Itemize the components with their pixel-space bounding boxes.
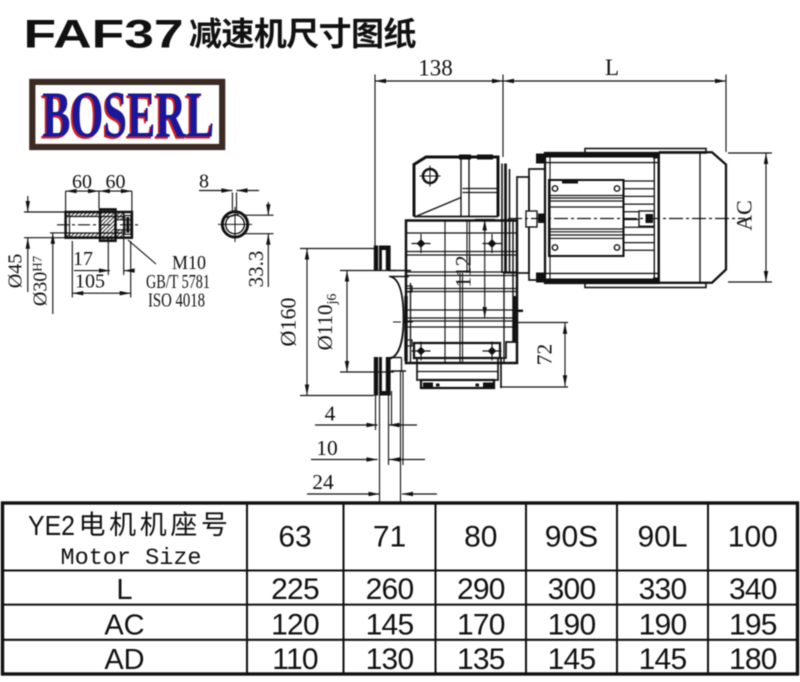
svg-text:300: 300 [548,573,596,606]
svg-text:145: 145 [366,609,414,642]
svg-text:63: 63 [278,521,311,554]
svg-text:190: 190 [548,609,596,642]
svg-text:AC: AC [104,610,144,642]
svg-text:Motor Size: Motor Size [61,545,202,572]
svg-text:90S: 90S [545,521,598,554]
svg-text:YE2: YE2 [28,510,75,541]
svg-text:80: 80 [464,521,497,554]
svg-text:BOSERL: BOSERL [42,79,214,152]
svg-text:135: 135 [457,643,505,676]
svg-text:340: 340 [729,573,777,606]
svg-text:71: 71 [373,521,406,554]
svg-text:290: 290 [457,573,505,606]
svg-text:AD: AD [104,644,144,676]
svg-text:L: L [605,55,619,80]
svg-text:90L: 90L [637,521,687,554]
svg-text:60: 60 [106,171,126,193]
svg-text:L: L [116,574,132,606]
svg-text:GB/T 5781: GB/T 5781 [146,271,210,293]
svg-text:M10: M10 [172,252,206,274]
svg-text:145: 145 [639,643,687,676]
svg-text:120: 120 [271,609,319,642]
svg-text:112: 112 [451,255,476,287]
svg-text:4: 4 [325,402,336,426]
svg-text:AC: AC [732,200,757,231]
svg-text:FAF37: FAF37 [24,13,184,57]
svg-text:ISO 4018: ISO 4018 [148,290,205,312]
svg-text:Ø45: Ø45 [5,254,27,288]
svg-text:170: 170 [457,609,505,642]
svg-text:72: 72 [533,344,557,366]
svg-text:Ø110j6: Ø110j6 [313,294,340,351]
svg-text:110: 110 [272,643,318,676]
svg-text:105: 105 [75,271,105,293]
svg-text:195: 195 [729,609,777,642]
svg-text:180: 180 [729,643,777,676]
svg-text:10: 10 [316,436,338,460]
svg-text:100: 100 [728,521,778,554]
svg-text:330: 330 [639,573,687,606]
svg-text:24: 24 [312,470,334,494]
svg-text:33.3: 33.3 [244,251,268,288]
svg-text:225: 225 [271,573,319,606]
svg-text:260: 260 [366,573,414,606]
svg-text:BOSERL: BOSERL [41,80,213,153]
svg-text:60: 60 [72,171,92,193]
svg-text:8: 8 [199,171,209,193]
svg-text:130: 130 [366,643,414,676]
svg-text:17: 17 [73,248,93,270]
svg-text:145: 145 [548,643,596,676]
svg-text:138: 138 [418,56,453,81]
svg-text:Ø160: Ø160 [276,298,301,347]
svg-text:190: 190 [639,609,687,642]
